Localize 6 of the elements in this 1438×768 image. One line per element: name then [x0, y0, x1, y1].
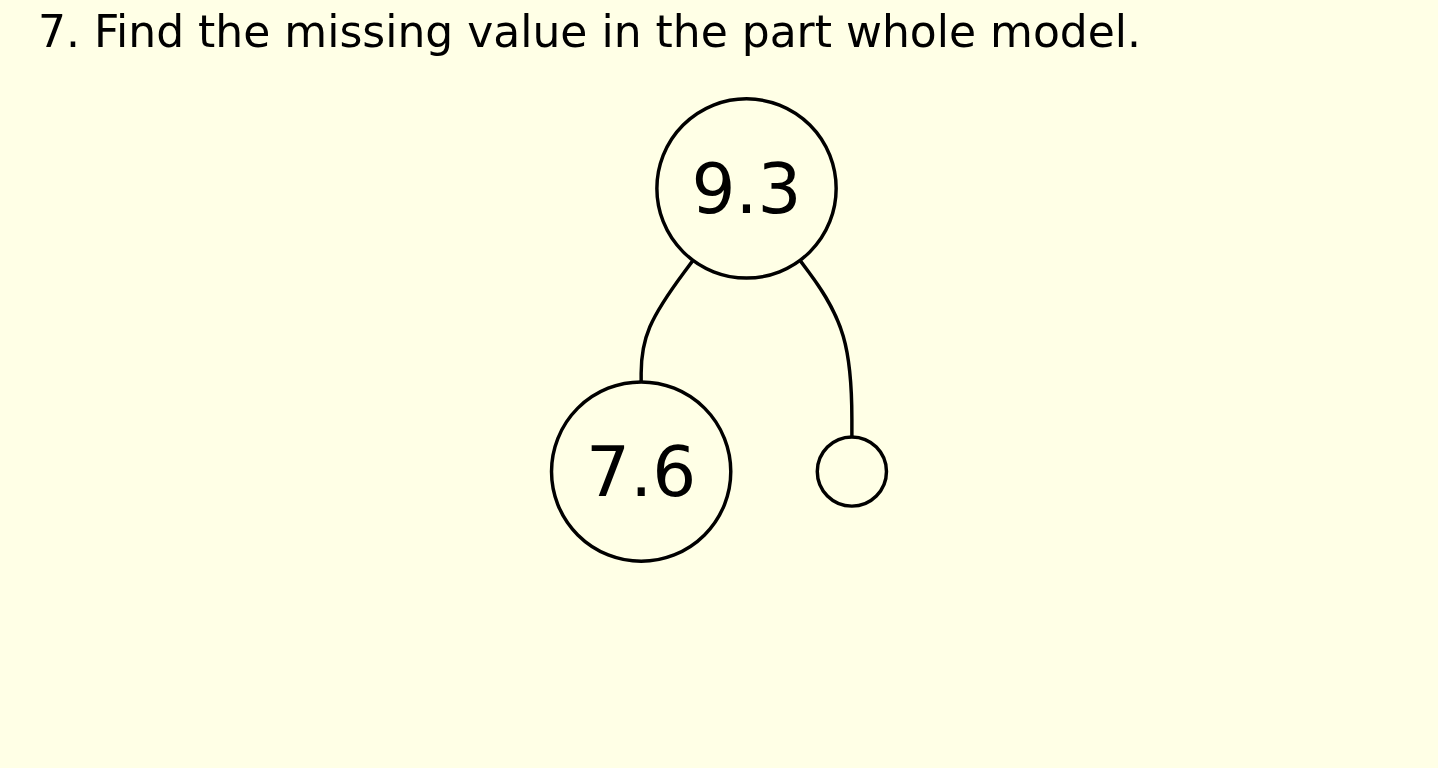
node-circle: 7.6 [549, 380, 733, 563]
node-circle [815, 435, 889, 508]
question-title: 7. Find the missing value in the part whole model. [38, 6, 1141, 57]
connector [639, 259, 695, 382]
connector [798, 259, 854, 437]
node-circle: 9.3 [655, 97, 838, 280]
